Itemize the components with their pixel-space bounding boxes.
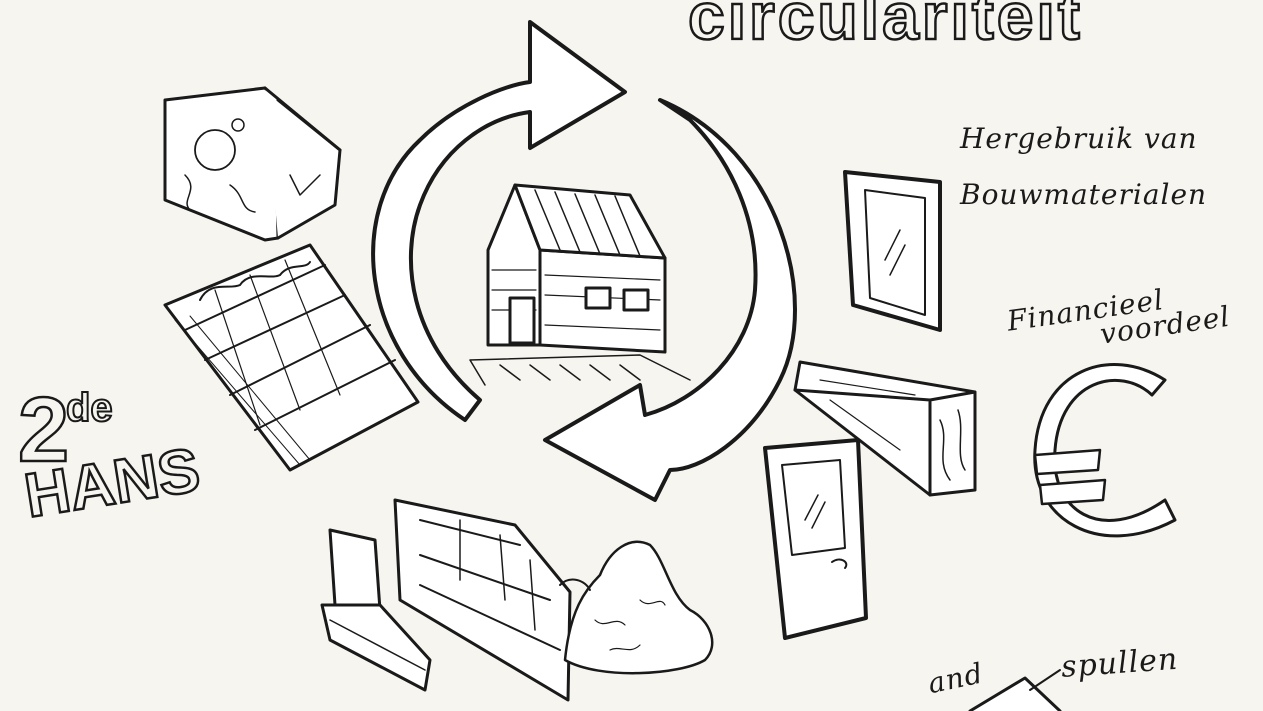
euro-sign-icon (1035, 365, 1175, 536)
sand-pile-icon (560, 542, 712, 673)
second-hand-sup: de (66, 386, 113, 431)
bricks-icon (322, 500, 570, 700)
window-frame-icon (845, 172, 940, 330)
house-icon (470, 185, 690, 385)
page-title: circulariteit (688, 0, 1083, 54)
reuse-label-line2: Bouwmaterialen (960, 178, 1207, 211)
door-icon (765, 440, 866, 638)
cabinet-icon (165, 88, 340, 240)
reuse-label-line1: Hergebruik van (960, 122, 1198, 155)
